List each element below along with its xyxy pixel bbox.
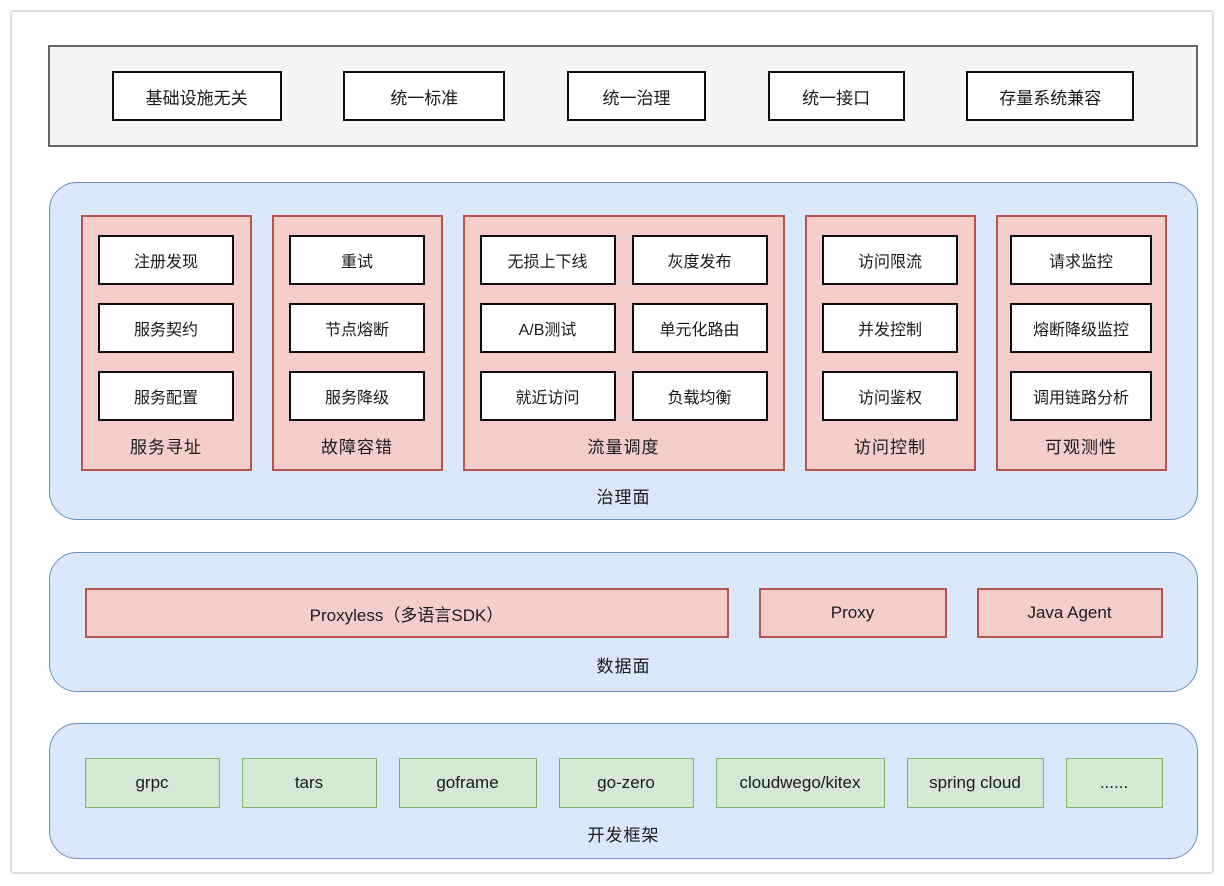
data-plane: Proxyless（多语言SDK） Proxy Java Agent 数据面: [49, 552, 1198, 692]
capability-box: A/B测试: [479, 303, 616, 353]
group-observability: 请求监控 熔断降级监控 调用链路分析 可观测性: [995, 215, 1167, 471]
framework-box-cloudwego-kitex: cloudwego/kitex: [715, 758, 885, 808]
framework-box-grpc: grpc: [84, 758, 220, 808]
capability-box: 重试: [289, 235, 425, 285]
principle-box-unified-standard: 统一标准: [343, 71, 506, 121]
capability-box: 服务配置: [98, 371, 234, 421]
framework-plane: grpc tars goframe go-zero cloudwego/kite…: [49, 723, 1198, 859]
framework-box-goframe: goframe: [398, 758, 537, 808]
capability-box: 服务契约: [98, 303, 234, 353]
group-items: 访问限流 并发控制 访问鉴权: [822, 235, 958, 421]
group-traffic-scheduling: 无损上下线 灰度发布 A/B测试 单元化路由 就近访问 负载均衡 流量调度: [462, 215, 785, 471]
group-items: 请求监控 熔断降级监控 调用链路分析: [1010, 235, 1152, 421]
diagram-frame: 基础设施无关 统一标准 统一治理 统一接口 存量系统兼容 注册发现 服务契约 服…: [10, 10, 1214, 874]
framework-box-tars: tars: [241, 758, 377, 808]
capability-box: 负载均衡: [631, 371, 768, 421]
framework-box-spring-cloud: spring cloud: [906, 758, 1044, 808]
governance-plane-label: 治理面: [596, 487, 651, 507]
governance-groups-row: 注册发现 服务契约 服务配置 服务寻址 重试 节点熔断 服务降级 故障容错: [50, 215, 1197, 471]
capability-box: 请求监控: [1010, 235, 1152, 285]
group-label: 访问控制: [854, 437, 926, 457]
group-label: 服务寻址: [130, 437, 202, 457]
data-plane-label: 数据面: [596, 657, 651, 676]
framework-plane-label: 开发框架: [587, 825, 660, 845]
data-box-java-agent: Java Agent: [976, 588, 1163, 638]
principle-box-unified-interface: 统一接口: [767, 71, 905, 121]
principle-box-infra-agnostic: 基础设施无关: [111, 71, 282, 121]
capability-box: 灰度发布: [631, 235, 768, 285]
group-label: 流量调度: [587, 437, 660, 457]
principle-box-legacy-compat: 存量系统兼容: [966, 71, 1135, 121]
capability-box: 单元化路由: [631, 303, 768, 353]
capability-box: 访问鉴权: [822, 371, 958, 421]
governance-plane: 注册发现 服务契约 服务配置 服务寻址 重试 节点熔断 服务降级 故障容错: [49, 182, 1198, 520]
group-access-control: 访问限流 并发控制 访问鉴权 访问控制: [804, 215, 976, 471]
capability-box: 访问限流: [822, 235, 958, 285]
data-box-proxyless: Proxyless（多语言SDK）: [84, 588, 729, 638]
capability-box: 并发控制: [822, 303, 958, 353]
capability-box: 服务降级: [289, 371, 425, 421]
group-fault-tolerance: 重试 节点熔断 服务降级 故障容错: [271, 215, 443, 471]
group-items: 无损上下线 灰度发布 A/B测试 单元化路由 就近访问 负载均衡: [479, 235, 768, 421]
capability-box: 节点熔断: [289, 303, 425, 353]
group-items: 重试 节点熔断 服务降级: [289, 235, 425, 421]
capability-box: 就近访问: [479, 371, 616, 421]
group-label: 可观测性: [1045, 437, 1117, 457]
capability-box: 调用链路分析: [1010, 371, 1152, 421]
framework-row: grpc tars goframe go-zero cloudwego/kite…: [50, 758, 1197, 808]
framework-box-more: ......: [1065, 758, 1163, 808]
principles-bar: 基础设施无关 统一标准 统一治理 统一接口 存量系统兼容: [48, 45, 1198, 147]
group-service-addressing: 注册发现 服务契约 服务配置 服务寻址: [80, 215, 252, 471]
data-plane-row: Proxyless（多语言SDK） Proxy Java Agent: [50, 588, 1197, 638]
principle-box-unified-governance: 统一治理: [566, 71, 706, 121]
group-label: 故障容错: [321, 437, 393, 457]
data-box-proxy: Proxy: [758, 588, 947, 638]
framework-box-go-zero: go-zero: [558, 758, 694, 808]
capability-box: 无损上下线: [479, 235, 616, 285]
capability-box: 熔断降级监控: [1010, 303, 1152, 353]
capability-box: 注册发现: [98, 235, 234, 285]
group-items: 注册发现 服务契约 服务配置: [98, 235, 234, 421]
